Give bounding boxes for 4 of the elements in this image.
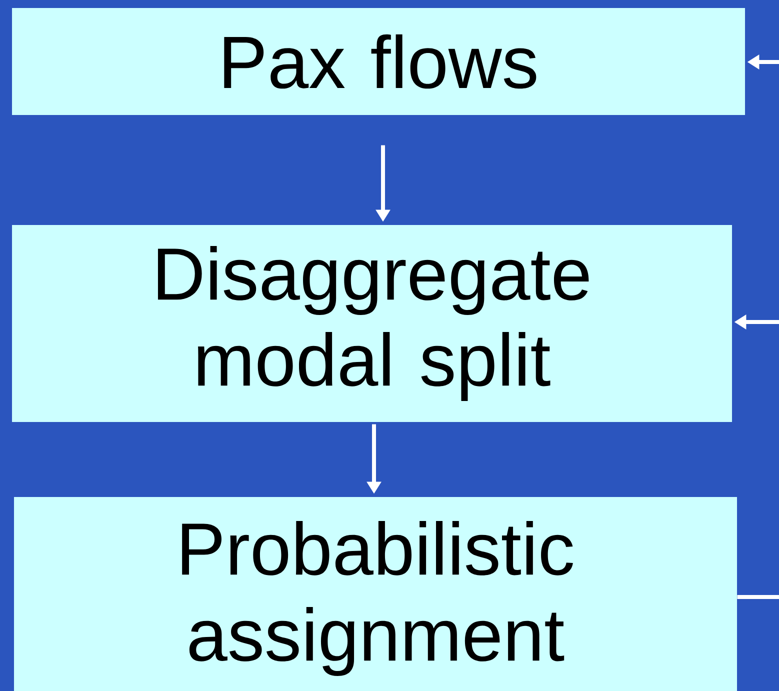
process-box: Disaggregate modal split: [12, 225, 732, 422]
process-box: Probabilistic assignment: [14, 497, 737, 691]
connector-line: [737, 595, 779, 599]
process-box: Pax flows: [12, 8, 745, 115]
